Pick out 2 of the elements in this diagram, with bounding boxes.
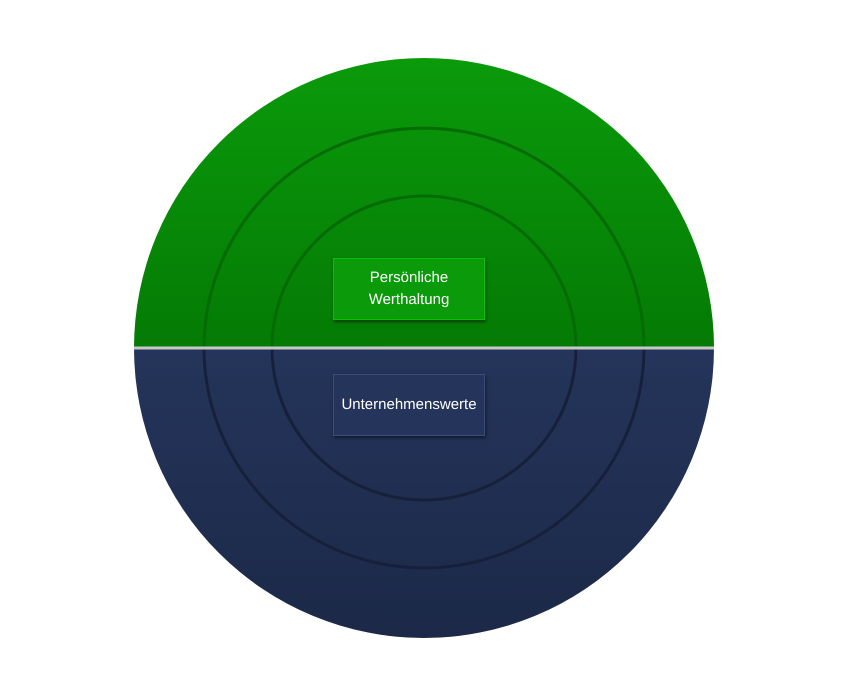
text-panel: Persönliche Werthaltung [333, 258, 485, 320]
text-panel: Unternehmenswerte [333, 374, 485, 436]
